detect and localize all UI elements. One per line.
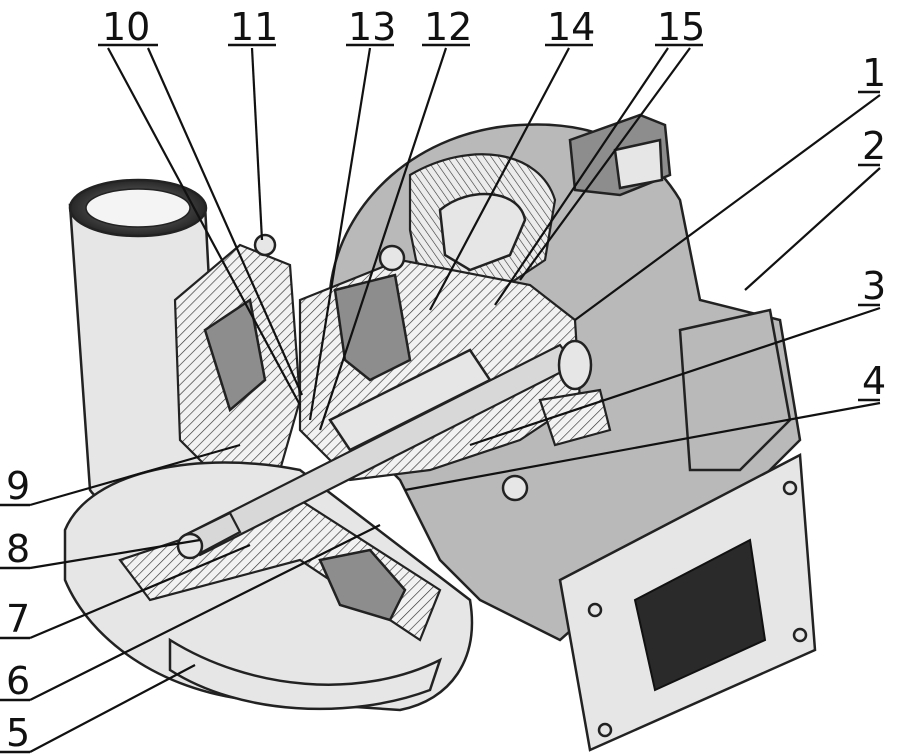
turbine-end-cap (557, 339, 593, 391)
label-9: 9 (6, 464, 30, 508)
label-1: 1 (862, 51, 886, 95)
label-5: 5 (6, 711, 30, 755)
exhaust-outlet-block (678, 308, 792, 472)
part-labels: 10 11 13 12 14 15 1 2 3 4 9 8 7 6 5 (6, 5, 886, 755)
label-15: 15 (657, 5, 705, 49)
label-2: 2 (862, 124, 886, 168)
label-8: 8 (6, 527, 30, 571)
label-14: 14 (547, 5, 595, 49)
label-3: 3 (862, 264, 886, 308)
turbocharger-illustration (63, 113, 817, 752)
label-13: 13 (348, 5, 396, 49)
label-11: 11 (230, 5, 278, 49)
exhaust-flange-opening (633, 538, 767, 692)
label-4: 4 (862, 359, 886, 403)
label-6: 6 (6, 659, 30, 703)
bearing-sleeve (328, 348, 492, 452)
label-7: 7 (6, 597, 30, 641)
label-12: 12 (424, 5, 472, 49)
label-10: 10 (102, 5, 150, 49)
leader-lines (0, 43, 881, 754)
turbine-scroll-slot (613, 138, 664, 190)
